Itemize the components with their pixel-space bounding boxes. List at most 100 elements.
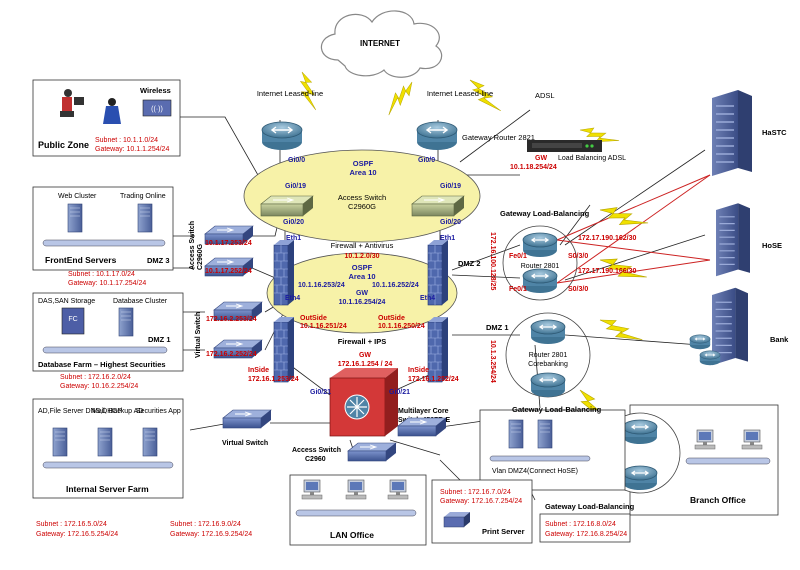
print-server-box (431, 479, 533, 544)
ospf-zone-top (243, 149, 481, 243)
lan-office-gateway: Gateway: 172.16.9.254/24 (170, 531, 252, 538)
internal-farm-gateway: Gateway: 172.16.5.254/24 (36, 531, 118, 538)
dmz4-server-2[interactable] (537, 419, 553, 449)
ad-server[interactable] (52, 427, 68, 457)
database-cluster-label: Database Cluster (113, 298, 168, 305)
frontend-title: FrontEnd Servers (45, 255, 117, 265)
database-dmz: DMZ 1 (148, 335, 171, 344)
outside-left-title: OutSide (300, 315, 327, 322)
outside-left-ip: 10.1.16.251/24 (300, 323, 347, 330)
frontend-gateway: Gateway: 10.1.17.254/24 (68, 280, 146, 287)
lan-pc-1[interactable] (301, 479, 323, 500)
internal-farm-bus (42, 461, 174, 469)
core-gw-title: GW (359, 352, 371, 359)
web-cluster-label: Web Cluster (58, 193, 97, 200)
access-switch-lan[interactable] (347, 442, 397, 462)
edge-router-right[interactable] (416, 121, 458, 151)
hastc-ip: 172.17.190.162/30 (578, 235, 636, 242)
operator-person-icon (60, 89, 84, 117)
ospf-zone-mid (266, 252, 458, 334)
router-corebanking-b[interactable] (530, 372, 566, 398)
print-server-gateway: Gateway: 172.16.7.254/24 (440, 498, 522, 505)
core-access-switch-left[interactable] (260, 195, 314, 217)
virtual-switch-bottom[interactable] (222, 409, 272, 429)
port-eth4-b: Eth4 (420, 295, 435, 302)
hose-label: HoSE (762, 241, 782, 250)
virtual-switch-left-label: Virtual Switch (195, 312, 202, 358)
user-person-icon (103, 98, 121, 124)
gateway-lb-top-label: Gateway Load-Balancing (500, 209, 590, 218)
bank-label: Bank (770, 335, 789, 344)
ospf-top-title: OSPF (353, 159, 374, 168)
load-balancing-adsl-label: Load Balancing ADSL (558, 155, 626, 162)
gateway-lb-bottom-box (539, 513, 631, 543)
branch-office-title: Branch Office (690, 495, 746, 505)
trading-server[interactable] (137, 203, 153, 233)
router-2801-top-b[interactable] (522, 268, 558, 294)
edge-router-left[interactable] (261, 121, 303, 151)
web-cluster-server[interactable] (67, 203, 83, 233)
port-eth1-a: Eth1 (286, 235, 301, 242)
access-switch-left-model: C2960G (197, 243, 204, 270)
lan-pc-3[interactable] (387, 479, 409, 500)
hastc-building[interactable] (711, 89, 753, 177)
core-gw-ip: 172.16.1.254 / 24 (338, 361, 393, 368)
internet-label: INTERNET (360, 39, 400, 48)
router-top-fe01-a: Fe0/1 (509, 253, 527, 260)
internal-farm-title: Internal Server Farm (66, 484, 149, 494)
securities-server[interactable] (142, 427, 158, 457)
virtual-switch-left-ip2: 172.16.2.252/24 (206, 351, 257, 358)
firewall-ips-left[interactable] (273, 316, 295, 383)
virtual-switch-left-ip1: 172.16.2.253/24 (206, 316, 257, 323)
gateway-lb-mid-label: Gateway Load-Balancing (512, 405, 602, 414)
hose-building[interactable] (715, 202, 751, 277)
port-gi019-a: Gi0/19 (285, 183, 306, 190)
gateway-lb-bottom-label: Gateway Load-Balancing (545, 502, 635, 511)
branch-router-b[interactable] (622, 465, 658, 491)
adsl-balancer[interactable] (527, 140, 602, 152)
ospf-top-area: Area 10 (349, 168, 376, 177)
outside-right-title: OutSide (378, 315, 405, 322)
lan-pc-2[interactable] (345, 479, 367, 500)
inside-right-ip: 172.16.1.252/24 (408, 376, 459, 383)
mail-server[interactable] (97, 427, 113, 457)
leased-line-label-1: Internet Leased-line (257, 89, 323, 98)
ospf-mid-area: Area 10 (348, 272, 375, 281)
fc-storage-icon[interactable]: FC (61, 307, 85, 335)
dmz4-server-1[interactable] (508, 419, 524, 449)
branch-pc-1[interactable] (694, 429, 716, 450)
core-port-b: Gi0/21 (389, 389, 410, 396)
adsl-label: ADSL (535, 91, 555, 100)
branch-bus (685, 457, 771, 465)
router-corebanking-a[interactable] (530, 319, 566, 345)
router-top-s030-b: S0/3/0 (568, 286, 588, 293)
port-gi020-a: Gi0/20 (283, 219, 304, 226)
database-farm-box (32, 292, 184, 372)
database-cluster-server[interactable] (118, 307, 134, 337)
gw-top-ip: 10.1.18.254/24 (510, 164, 557, 171)
router-2801-top-a[interactable] (522, 232, 558, 258)
internal-farm-subnet: Subnet : 172.16.5.0/24 (36, 521, 107, 528)
branch-router-a[interactable] (622, 419, 658, 445)
dmz2-ips: 172.16.100.128/25 (489, 232, 496, 290)
firewall-ips-right[interactable] (427, 316, 449, 383)
router-top-s030-a: S0/3/0 (568, 253, 588, 260)
bank-router-b[interactable] (699, 350, 721, 366)
virtual-switch-bottom-label: Virtual Switch (222, 440, 268, 447)
leased-line-label-2: Internet Leased-line (427, 89, 493, 98)
branch-pc-2[interactable] (741, 429, 763, 450)
router-2801-top-label: Router 2801 (521, 263, 560, 270)
bank-router-a[interactable] (689, 334, 711, 350)
dmz4-bus (489, 455, 591, 462)
core-access-switch-right[interactable] (411, 195, 465, 217)
core-multilayer-switch[interactable] (329, 368, 398, 437)
frontend-dmz: DMZ 3 (147, 256, 170, 265)
gateway-lb-top-ring (502, 225, 578, 301)
internal-sec-label: Securities App (136, 408, 181, 415)
access-switch-mid[interactable] (397, 417, 447, 437)
print-server-icon[interactable] (443, 512, 470, 528)
database-subnet: Subnet : 172.16.2.0/24 (60, 374, 131, 381)
database-gateway: Gateway: 10.16.2.254/24 (60, 383, 138, 390)
port-gi00-b: Gi0/0 (418, 157, 435, 164)
